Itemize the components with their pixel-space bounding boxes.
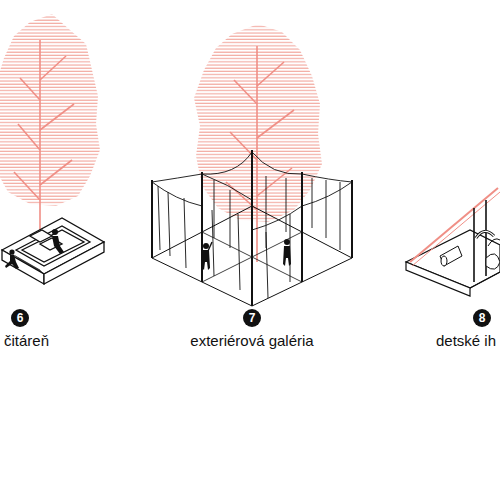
callout-number: 6: [11, 309, 29, 327]
gallery: [152, 150, 352, 306]
post: [152, 150, 352, 306]
person: [202, 239, 291, 270]
callout-number: 8: [473, 309, 491, 327]
callout-text: 8: [479, 312, 486, 324]
callout-number: 7: [243, 309, 261, 327]
tree-trunk: [226, 46, 294, 262]
person: [5, 229, 64, 269]
item-label: čitáreň: [4, 332, 49, 350]
callout-text: 6: [17, 312, 24, 324]
tree-crown: [0, 14, 100, 206]
reading-room: [2, 218, 104, 284]
playground: [406, 188, 500, 296]
item-label: exteriérová galéria: [190, 332, 313, 350]
item-label: detské ih: [436, 332, 496, 350]
curtain: [152, 152, 352, 298]
callout-text: 7: [249, 312, 256, 324]
